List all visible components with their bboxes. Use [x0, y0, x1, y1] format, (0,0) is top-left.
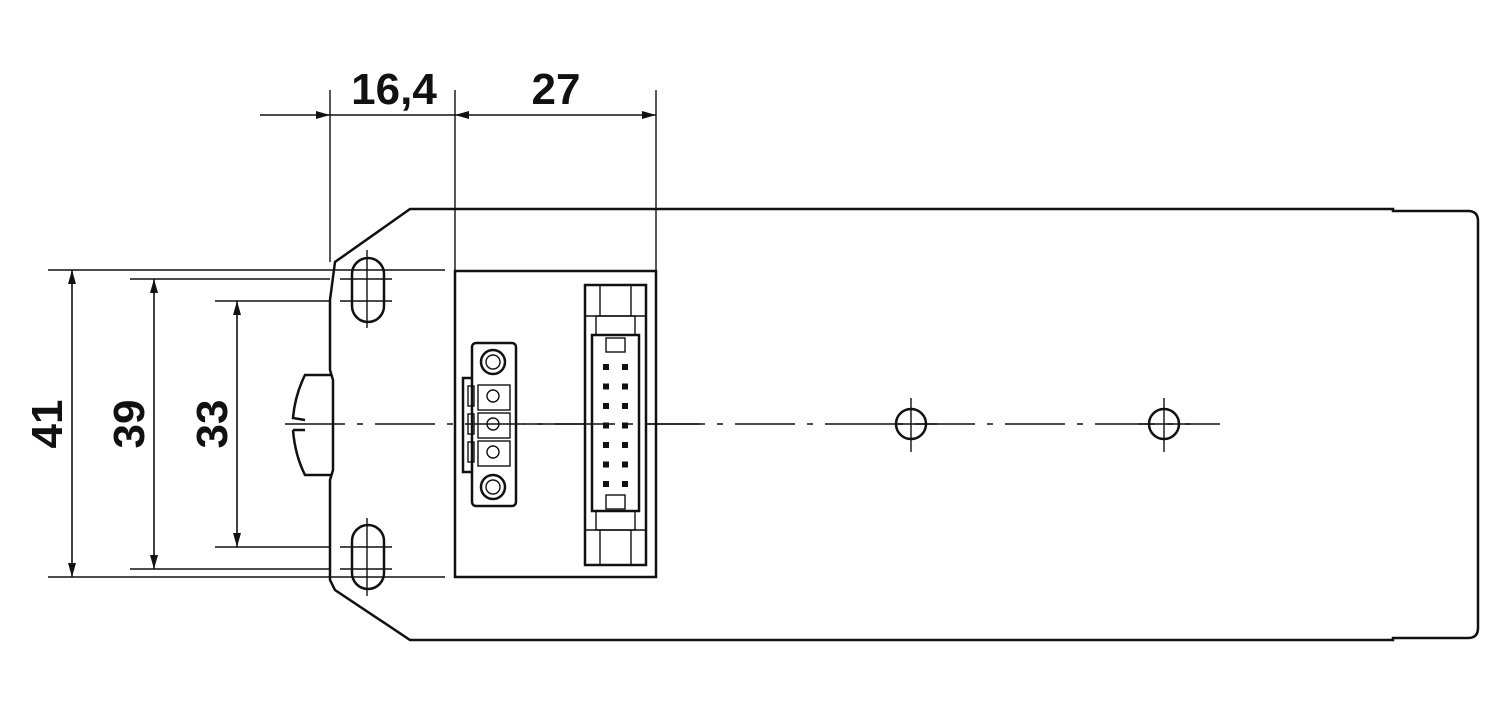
header-pin: [603, 461, 609, 468]
dim-label-16-4: 16,4: [351, 65, 437, 114]
dimension-horizontal: [260, 90, 657, 270]
header-pin: [622, 442, 628, 448]
dim-label-41: 41: [23, 400, 72, 449]
screw-head: [291, 373, 332, 477]
dimension-vertical: [48, 269, 445, 578]
slotted-hole-bottom: [340, 518, 392, 596]
header-pin: [622, 403, 628, 409]
mounting-hole-1: [885, 398, 937, 452]
header-pin: [622, 364, 628, 370]
mounting-hole-2: [1138, 398, 1190, 452]
header-pin: [603, 422, 609, 429]
header-pin: [603, 403, 609, 409]
header-pin: [603, 364, 609, 370]
dim-label-33: 33: [188, 400, 237, 449]
dim-label-39: 39: [105, 400, 154, 449]
housing-outline: [328, 207, 1480, 642]
slotted-hole-top: [340, 250, 392, 328]
header-pin: [622, 422, 628, 429]
header-pin: [603, 481, 609, 487]
header-connector: [583, 283, 648, 567]
header-pin: [603, 383, 609, 390]
header-pin: [603, 442, 609, 448]
header-pin: [622, 383, 628, 390]
terminal-connector: [461, 341, 518, 508]
header-pin: [622, 481, 628, 487]
dim-label-27: 27: [532, 65, 581, 114]
header-pin: [622, 461, 628, 468]
